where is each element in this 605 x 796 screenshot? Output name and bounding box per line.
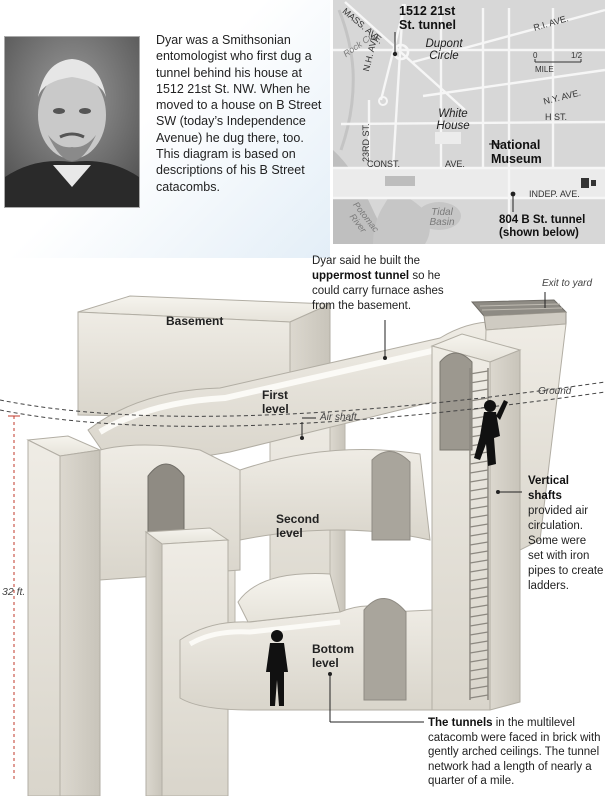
ladder-rung <box>469 523 489 528</box>
ladder-rung <box>469 478 489 483</box>
ladder-rung <box>469 397 489 402</box>
label-height: 32 ft. <box>2 586 26 598</box>
ladder-rung <box>469 379 489 384</box>
label-bottom-level: Bottom level <box>312 642 354 670</box>
scale-zero: 0 <box>533 51 538 60</box>
ladder-rung <box>469 460 489 465</box>
street-23rd: 23RD ST. <box>361 123 371 162</box>
ladder-rung <box>469 676 489 681</box>
ladder-rung <box>469 685 489 690</box>
ladder-rung <box>469 640 489 645</box>
ladder-rung <box>469 505 489 510</box>
place-white-house: White House <box>436 108 470 132</box>
ladder-rung <box>469 631 489 636</box>
label-exit-to-yard: Exit to yard <box>542 278 593 289</box>
ladder-rung <box>469 586 489 591</box>
scale-unit: MILE <box>535 65 554 74</box>
ladder-rung <box>469 487 489 492</box>
street-const: CONST. <box>367 159 401 169</box>
catacomb-diagram: Dyar said he built the uppermost tunnel … <box>0 240 605 796</box>
ladder-rung <box>469 550 489 555</box>
callout-uppermost-tunnel: Dyar said he built the uppermost tunnel … <box>312 255 444 312</box>
callout-vertical-shafts: Vertical shafts provided air circulation… <box>528 475 604 592</box>
ladder-rung <box>469 667 489 672</box>
label-21st-tunnel: 1512 21st St. tunnel <box>399 4 456 32</box>
ladder-rung <box>469 658 489 663</box>
label-second-level: Second level <box>276 512 320 540</box>
label-national-museum: National Museum <box>491 138 542 166</box>
ladder-rung <box>469 595 489 600</box>
label-b-st-tunnel: 804 B St. tunnel (shown below) <box>499 214 586 239</box>
ladder-rung <box>469 541 489 546</box>
ladder-rung <box>469 496 489 501</box>
ladder-rung <box>469 469 489 474</box>
ladder-rung <box>469 694 489 699</box>
street-h-st: H ST. <box>545 112 568 122</box>
ladder-rung <box>469 568 489 573</box>
ladder-rung <box>469 604 489 609</box>
portrait-photo <box>4 36 140 208</box>
ladder-rung <box>469 532 489 537</box>
place-dupont-circle: Dupont Circle <box>425 38 463 62</box>
label-ground: Ground <box>538 386 572 397</box>
ladder-rung <box>469 649 489 654</box>
person-climbing-silhouette <box>474 400 508 466</box>
street-indep-ave: INDEP. AVE. <box>529 189 580 199</box>
ladder-rung <box>469 613 489 618</box>
callout-tunnels: The tunnels in the multilevel catacomb w… <box>428 717 601 788</box>
water-tidal-basin: Tidal Basin <box>429 207 455 228</box>
location-map: MASS. AVE. R.I. AVE. N.H. AVE. N.Y. AVE.… <box>333 0 605 244</box>
person-standing-silhouette <box>266 630 288 706</box>
street-ave: AVE. <box>445 159 465 169</box>
intro-text: Dyar was a Smithsonian entomologist who … <box>156 33 322 194</box>
scale-half: 1/2 <box>571 51 583 60</box>
ladder-rung <box>469 388 489 393</box>
label-basement: Basement <box>166 314 224 328</box>
ladder-rung <box>469 514 489 519</box>
ladder-rung <box>469 370 489 375</box>
ladder-rung <box>469 559 489 564</box>
label-air-shaft: Air shaft <box>320 412 357 423</box>
ladder-rung <box>469 622 489 627</box>
ladder-rung <box>469 577 489 582</box>
label-first-level: First level <box>262 388 289 416</box>
